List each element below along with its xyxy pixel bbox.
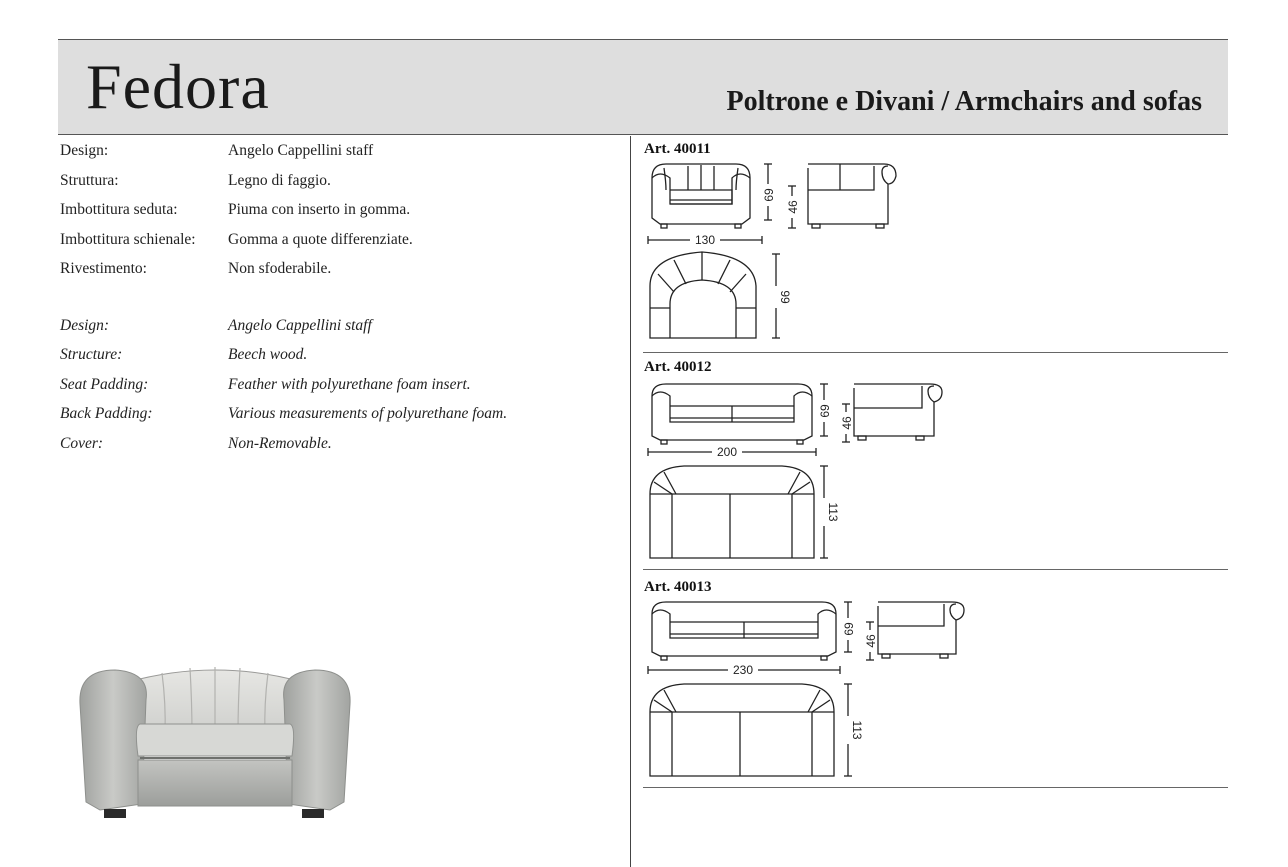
spec-row-rivestimento: Rivestimento: Non sfoderabile. bbox=[60, 258, 620, 288]
dim-height: 69 bbox=[818, 404, 832, 418]
spec-value: Various measurements of polyurethane foa… bbox=[228, 405, 508, 422]
spec-row-imbottitura-seduta: Imbottitura seduta: Piuma con inserto in … bbox=[60, 199, 620, 229]
armchair-photo bbox=[79, 667, 351, 818]
drawing-40012: 200 69 46 113 bbox=[647, 383, 943, 559]
dim-seat-height: 46 bbox=[864, 634, 878, 648]
spec-label: Struttura: bbox=[60, 171, 119, 189]
spec-value: Angelo Cappellini staff bbox=[228, 142, 374, 159]
spec-value: Feather with polyurethane foam insert. bbox=[228, 375, 471, 393]
spec-value: Angelo Cappellini staff bbox=[228, 316, 372, 334]
spec-label: Design: bbox=[60, 142, 109, 159]
article-code-40013: Art. 40013 bbox=[644, 579, 712, 595]
product-title: Fedora bbox=[86, 51, 270, 122]
article-code-40012: Art. 40012 bbox=[644, 359, 712, 375]
spec-row-design-it: Design: Angelo Cappellini staff bbox=[60, 140, 620, 170]
section-separator bbox=[643, 352, 1228, 353]
category-subtitle: Poltrone e Divani / Armchairs and sofas bbox=[726, 86, 1202, 117]
spec-value: Beech wood. bbox=[228, 346, 308, 363]
spec-value: Gomma a quote differenziate. bbox=[228, 230, 413, 248]
article-code-40011: Art. 40011 bbox=[644, 141, 711, 157]
spec-label: Imbottitura seduta: bbox=[60, 201, 178, 218]
section-separator bbox=[643, 787, 1228, 788]
spec-label: Structure: bbox=[60, 346, 123, 363]
spec-value: Non sfoderabile. bbox=[228, 260, 332, 277]
dim-seat-height: 46 bbox=[840, 416, 854, 430]
dim-seat-height: 46 bbox=[786, 200, 800, 214]
dim-depth: 99 bbox=[778, 290, 792, 304]
header-band: Fedora Poltrone e Divani / Armchairs and… bbox=[58, 39, 1228, 135]
specifications: Design: Angelo Cappellini staff Struttura… bbox=[60, 140, 620, 462]
spec-row-struttura: Struttura: Legno di faggio. bbox=[60, 170, 620, 200]
dim-depth: 113 bbox=[850, 720, 864, 739]
spec-label: Imbottitura schienale: bbox=[60, 230, 196, 248]
dim-depth: 113 bbox=[826, 502, 840, 521]
drawing-40011: 130 69 46 99 bbox=[647, 163, 897, 339]
spec-value: Non-Removable. bbox=[228, 434, 332, 452]
spec-row-seat-padding: Seat Padding: Feather with polyurethane f… bbox=[60, 374, 620, 404]
spec-label: Back Padding: bbox=[60, 405, 153, 422]
dim-height: 69 bbox=[842, 622, 856, 636]
spec-label: Seat Padding: bbox=[60, 375, 149, 393]
dim-width: 230 bbox=[733, 663, 753, 677]
dim-width: 130 bbox=[695, 233, 715, 247]
spec-row-design-en: Design: Angelo Cappellini staff bbox=[60, 315, 620, 345]
spec-label: Design: bbox=[60, 316, 110, 334]
spec-value: Piuma con inserto in gomma. bbox=[228, 201, 411, 218]
spec-row-imbottitura-schienale: Imbottitura schienale: Gomma a quote diff… bbox=[60, 229, 620, 259]
spec-label: Rivestimento: bbox=[60, 260, 147, 277]
spec-row-back-padding: Back Padding: Various measurements of pol… bbox=[60, 403, 620, 433]
dim-height: 69 bbox=[762, 188, 776, 202]
drawing-40013: 230 69 46 113 bbox=[647, 601, 965, 777]
dim-width: 200 bbox=[717, 445, 737, 459]
spec-value: Legno di faggio. bbox=[228, 171, 331, 189]
column-divider bbox=[630, 136, 631, 867]
section-separator bbox=[643, 569, 1228, 570]
spec-row-structure: Structure: Beech wood. bbox=[60, 344, 620, 374]
spec-label: Cover: bbox=[60, 434, 104, 452]
spec-row-cover: Cover: Non-Removable. bbox=[60, 433, 620, 463]
